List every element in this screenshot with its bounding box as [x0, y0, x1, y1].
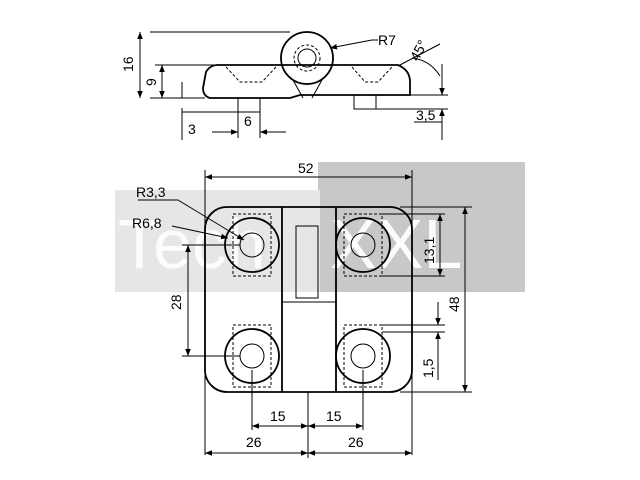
- dim-35-label: 3,5: [416, 107, 436, 123]
- dim-52-label: 52: [298, 160, 314, 176]
- side-plate-outline: [202, 64, 411, 99]
- r7-label: R7: [378, 32, 396, 48]
- side-pin-left: [237, 97, 261, 113]
- angle-45-ref: [397, 43, 441, 67]
- r33-leader: [177, 199, 245, 241]
- side-countersink-left: [225, 66, 277, 83]
- side-knuckle-pin: [297, 48, 317, 68]
- counterbore-top-right: [335, 217, 391, 273]
- watermark-right-text: XXL: [330, 205, 462, 283]
- r33-label: R3,3: [136, 184, 166, 200]
- angle-45-arc: [411, 57, 441, 77]
- dim-3-label: 3: [188, 121, 196, 137]
- top-pin-slot: [295, 225, 319, 299]
- side-view: 16 9 3 6 R7 45° 3,5: [120, 31, 448, 140]
- dim-16-label: 16: [120, 56, 136, 72]
- hole-top-right: [335, 213, 391, 277]
- side-pin-right: [353, 94, 377, 110]
- side-countersink-right: [351, 66, 393, 83]
- dim-15v-label: 1,5: [420, 358, 436, 378]
- dim-131-label: 13,1: [421, 237, 437, 264]
- side-hinge-split: [292, 79, 323, 99]
- side-knuckle-bore: [293, 44, 321, 72]
- r7-leader: [329, 39, 373, 50]
- top-view: 52 R3,3 R6,8 28 48 13,1 1,5 15: [132, 160, 472, 458]
- dim-15-left-label: 15: [270, 408, 286, 424]
- hole-top-right-bore: [350, 232, 376, 258]
- r68-leader: [171, 225, 229, 240]
- dim-48-label: 48: [446, 296, 462, 312]
- dim-26-left-label: 26: [246, 434, 262, 450]
- dim-26-right-label: 26: [348, 434, 364, 450]
- side-knuckle: [280, 31, 334, 85]
- dim-9-label: 9: [143, 78, 159, 86]
- hole-bottom-right-bore: [350, 343, 376, 369]
- r68-label: R6,8: [132, 215, 162, 231]
- hole-bottom-left-bore: [239, 343, 265, 369]
- dim-6-label: 6: [244, 113, 252, 129]
- dim-28-label: 28: [168, 294, 184, 310]
- dim-15-right-label: 15: [326, 408, 342, 424]
